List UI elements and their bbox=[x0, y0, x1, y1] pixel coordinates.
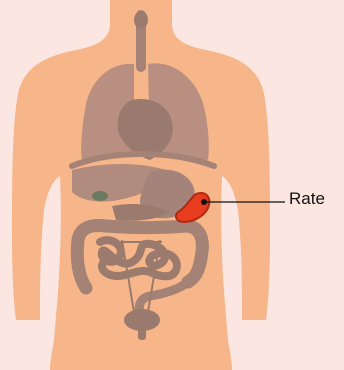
gallbladder bbox=[92, 191, 108, 201]
urethra bbox=[138, 328, 146, 340]
bladder bbox=[124, 309, 160, 331]
organ-label: Rate bbox=[289, 189, 325, 209]
larynx bbox=[134, 11, 148, 29]
label-pointer-dot bbox=[201, 199, 207, 205]
